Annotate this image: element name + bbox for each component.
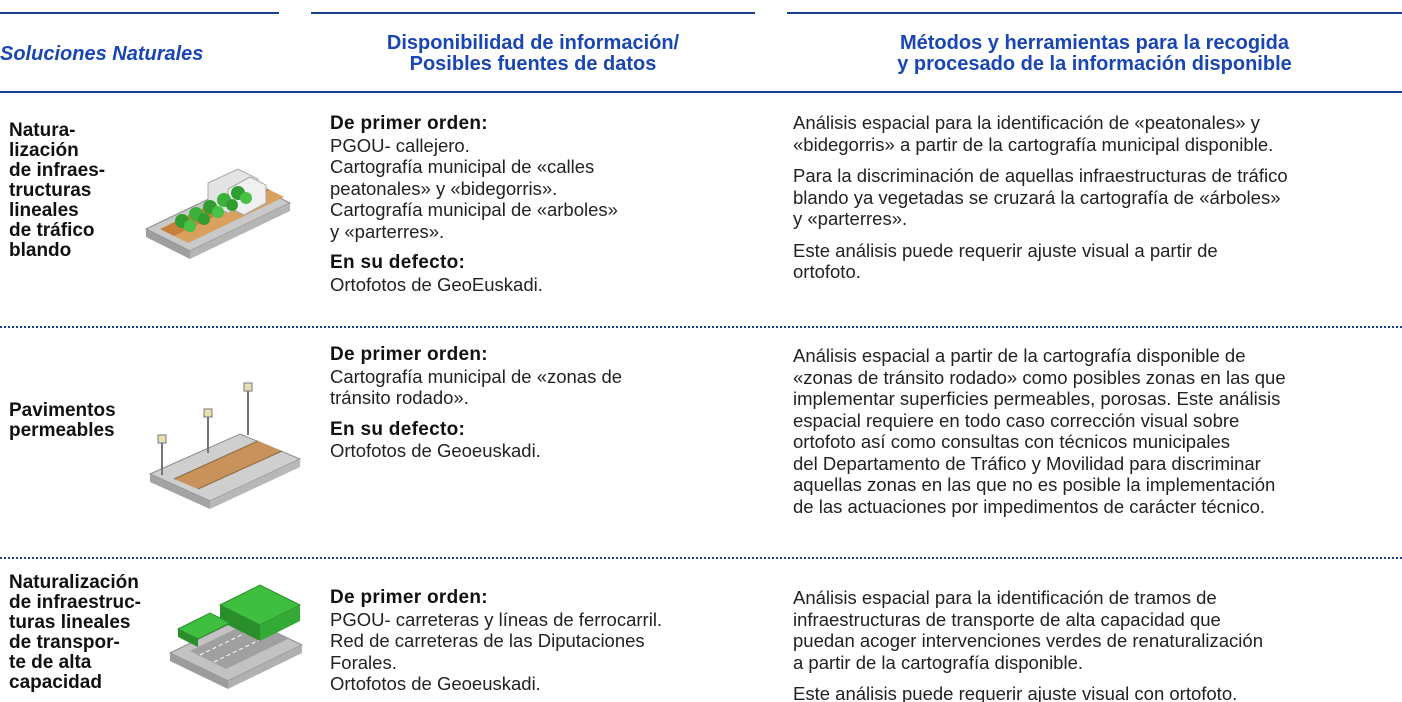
table-row-trafico-blando: Natura- lización de infraes- tructuras l… xyxy=(0,93,1402,319)
table-row-alta-capacidad: Naturalización de infraestruc- turas lin… xyxy=(0,561,1402,702)
method-paragraph: Para la discriminación de aquellas infra… xyxy=(793,165,1288,229)
header-rule-col2 xyxy=(311,12,755,14)
row-divider xyxy=(0,326,1402,328)
methods-text: Análisis espacial para la identificación… xyxy=(793,587,1393,702)
column-header-disponibilidad: Disponibilidad de información/ Posibles … xyxy=(386,32,680,75)
row-divider xyxy=(0,557,1402,559)
methods-text: Análisis espacial a partir de la cartogr… xyxy=(793,345,1393,517)
row-title: Pavimentos permeables xyxy=(9,400,116,441)
method-paragraph: Este análisis puede requerir ajuste visu… xyxy=(793,683,1238,702)
header-bottom-rule xyxy=(0,91,1402,93)
method-paragraph: Análisis espacial a partir de la cartogr… xyxy=(793,345,1286,517)
methods-text: Análisis espacial para la identificación… xyxy=(793,112,1393,283)
source-heading: De primer orden: xyxy=(330,344,488,365)
road-with-trees-icon xyxy=(144,168,292,259)
data-sources: De primer orden: PGOU- carreteras y líne… xyxy=(330,587,750,695)
row-title: Naturalización de infraestruc- turas lin… xyxy=(9,572,141,693)
source-heading: De primer orden: xyxy=(330,587,488,608)
source-heading: En su defecto: xyxy=(330,418,466,440)
data-sources: De primer orden: Cartografía municipal d… xyxy=(330,344,750,462)
method-paragraph: Análisis espacial para la identificación… xyxy=(793,587,1263,673)
header-rule-col3 xyxy=(787,12,1402,14)
header-rule-col1 xyxy=(0,12,279,14)
row-title: Natura- lización de infraes- tructuras l… xyxy=(9,120,106,261)
column-header-soluciones: Soluciones Naturales xyxy=(0,43,204,65)
permeable-pavement-icon xyxy=(148,382,302,509)
highway-green-roof-icon xyxy=(168,584,304,689)
method-paragraph: Este análisis puede requerir ajuste visu… xyxy=(793,239,1218,283)
table-row-pavimentos: Pavimentos permeables De primer orden: C… xyxy=(0,329,1402,561)
source-heading: De primer orden: xyxy=(330,113,488,134)
column-header-metodos: Métodos y herramientas para la recogida … xyxy=(897,32,1292,75)
data-sources: De primer orden: PGOU- callejero. Cartog… xyxy=(330,113,750,295)
source-heading: En su defecto: xyxy=(330,252,466,273)
method-paragraph: Análisis espacial para la identificación… xyxy=(793,112,1274,155)
